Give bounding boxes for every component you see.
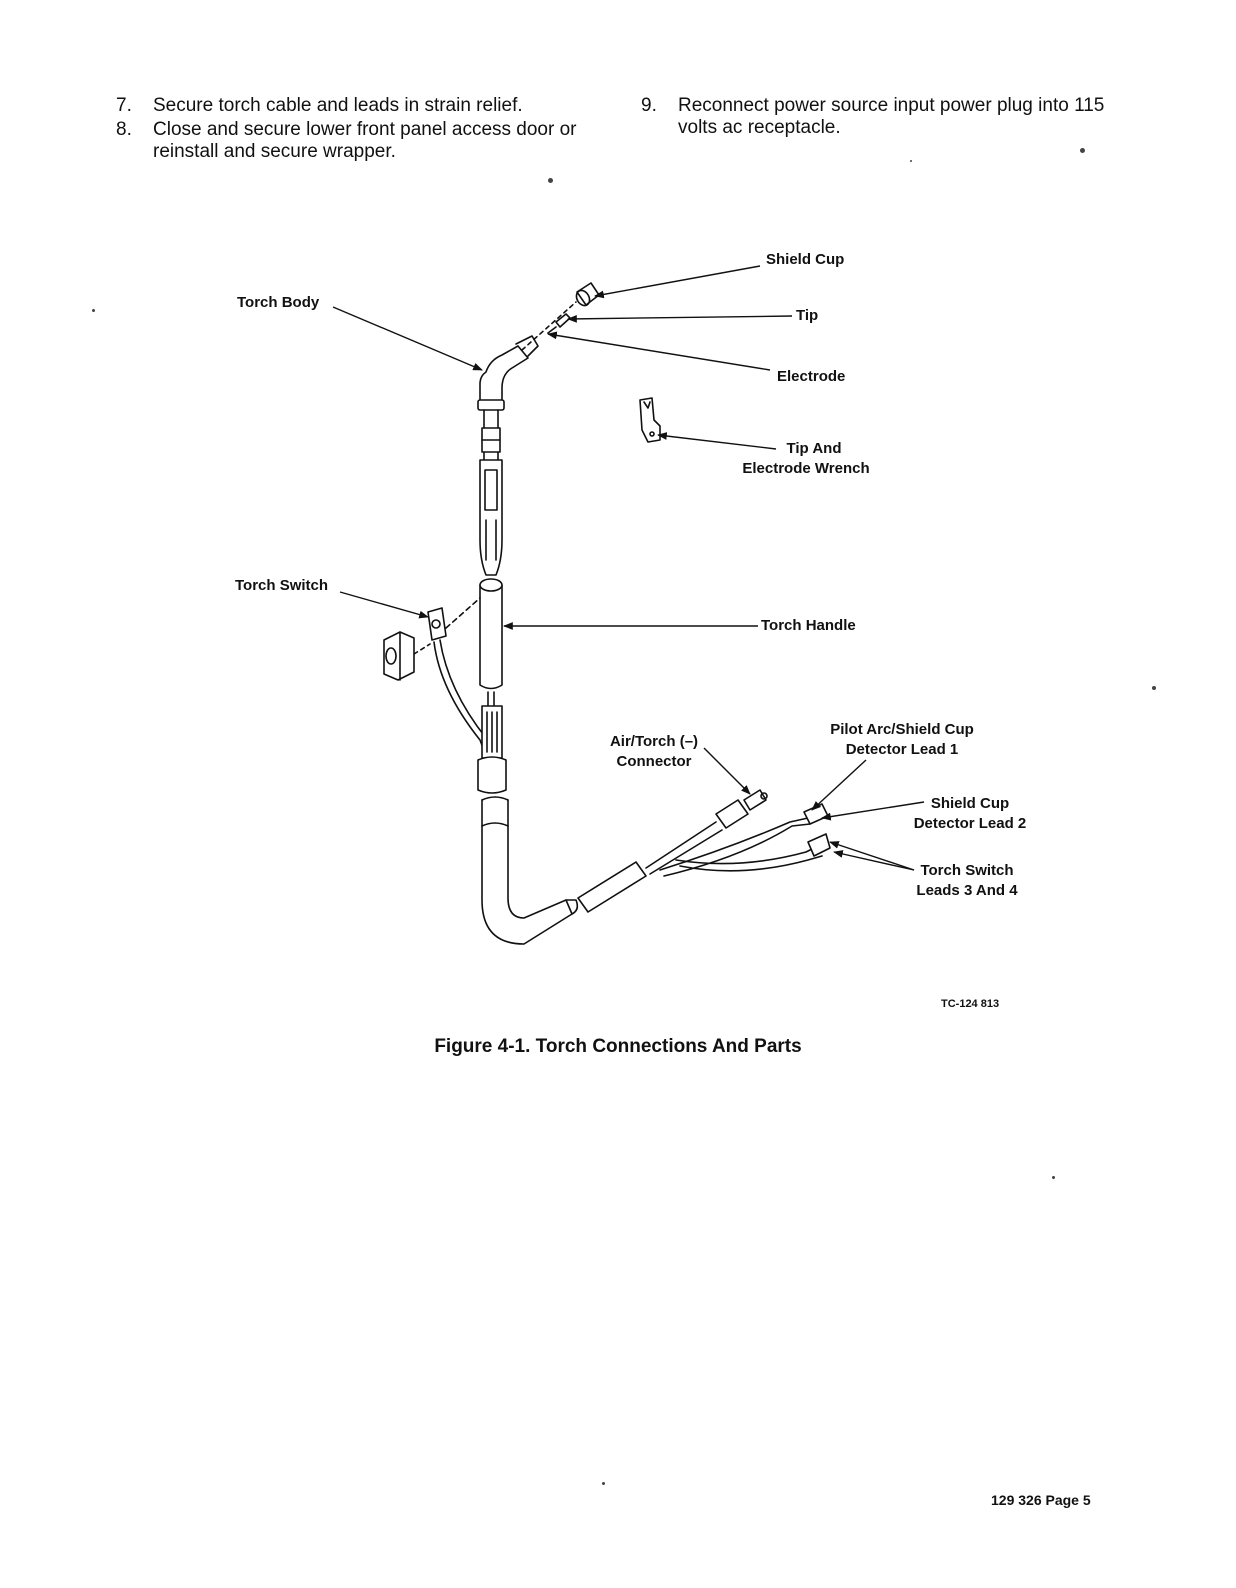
label-air-torch-line2: Connector xyxy=(616,753,692,770)
switch-alignment-line xyxy=(445,597,481,629)
label-air-torch-line1: Air/Torch (–) xyxy=(609,733,699,750)
switch-leads-leader-b xyxy=(833,850,915,871)
wrench-part xyxy=(639,397,661,443)
label-switch-leads-line1: Torch Switch xyxy=(920,862,1014,879)
drawing-code: TC-124 813 xyxy=(941,998,1000,1010)
instruction-steps-right: 9. Reconnect power source input power pl… xyxy=(641,95,1141,141)
label-torch-body: Torch Body xyxy=(237,294,320,311)
electrode-part xyxy=(547,326,557,334)
boot-alignment-line xyxy=(413,643,431,655)
switch-wire xyxy=(439,639,487,739)
step-text: Reconnect power source input power plug … xyxy=(678,95,1105,138)
wrench-leader xyxy=(657,432,777,450)
scan-speck xyxy=(92,309,95,312)
label-electrode: Electrode xyxy=(777,368,846,385)
label-switch-leads-line2: Leads 3 And 4 xyxy=(916,882,1018,899)
torch-switch-leader xyxy=(339,591,429,619)
label-switch-leads: Torch Switch Leads 3 And 4 xyxy=(906,861,1028,901)
switch-terminal xyxy=(807,833,831,857)
label-pilot-arc: Pilot Arc/Shield Cup Detector Lead 1 xyxy=(812,720,992,760)
label-torch-switch: Torch Switch xyxy=(235,577,329,594)
label-wrench-line1: Tip And xyxy=(786,440,842,457)
instruction-step: 8. Close and secure lower front panel ac… xyxy=(116,119,596,163)
assembly-alignment-line xyxy=(521,301,577,351)
step-text: Close and secure lower front panel acces… xyxy=(153,119,577,162)
cable-connector-section xyxy=(577,789,768,913)
shield-cup-leader xyxy=(594,265,761,299)
shield-cup-lead-leader xyxy=(821,801,925,821)
detector-lead xyxy=(659,817,809,871)
electrode-leader xyxy=(547,331,771,371)
scan-speck xyxy=(1152,686,1156,690)
scan-speck xyxy=(1052,1176,1055,1179)
label-air-torch-connector: Air/Torch (–) Connector xyxy=(596,732,712,772)
detector-lead xyxy=(663,823,811,877)
cable-sleeve xyxy=(477,756,507,794)
scan-speck xyxy=(910,160,912,162)
switch-wire xyxy=(433,641,487,761)
torch-body-leader xyxy=(332,306,483,371)
tip-part xyxy=(555,313,571,328)
label-pilot-arc-line1: Pilot Arc/Shield Cup xyxy=(830,721,974,738)
label-tip: Tip xyxy=(796,307,819,324)
torch-switch-part xyxy=(427,607,447,641)
switch-lead xyxy=(679,855,823,872)
instruction-step: 9. Reconnect power source input power pl… xyxy=(641,95,1141,139)
label-wrench: Tip And Electrode Wrench xyxy=(736,439,876,479)
label-shield-cup: Shield Cup xyxy=(766,251,845,268)
switch-leads-leader-a xyxy=(829,841,915,871)
torch-handle-part xyxy=(479,578,503,690)
torch-cable xyxy=(481,796,579,945)
label-shield-cup-lead-line2: Detector Lead 2 xyxy=(913,815,1027,832)
tip-leader xyxy=(567,314,793,323)
pilot-arc-leader xyxy=(811,759,867,811)
step-number: 8. xyxy=(116,119,132,140)
page-footer: 129 326 Page 5 xyxy=(991,1492,1091,1508)
label-pilot-arc-line2: Detector Lead 1 xyxy=(845,741,959,758)
label-shield-cup-lead-line1: Shield Cup xyxy=(930,795,1010,812)
switch-lead xyxy=(675,845,819,865)
instruction-steps-left: 7. Secure torch cable and leads in strai… xyxy=(116,95,596,165)
instruction-step: 7. Secure torch cable and leads in strai… xyxy=(116,95,596,117)
step-text: Secure torch cable and leads in strain r… xyxy=(153,95,523,116)
label-wrench-line2: Electrode Wrench xyxy=(742,460,870,477)
scan-speck xyxy=(548,178,553,183)
label-shield-cup-lead: Shield Cup Detector Lead 2 xyxy=(904,794,1036,834)
scan-speck xyxy=(602,1482,605,1485)
label-torch-handle: Torch Handle xyxy=(761,617,856,634)
switch-boot-part xyxy=(383,631,415,681)
connector-leader xyxy=(703,747,751,795)
torch-body-part xyxy=(477,335,539,576)
scan-speck xyxy=(1080,148,1085,153)
figure-caption: Figure 4-1. Torch Connections And Parts xyxy=(434,1036,802,1057)
step-number: 9. xyxy=(641,95,657,116)
step-number: 7. xyxy=(116,95,132,116)
